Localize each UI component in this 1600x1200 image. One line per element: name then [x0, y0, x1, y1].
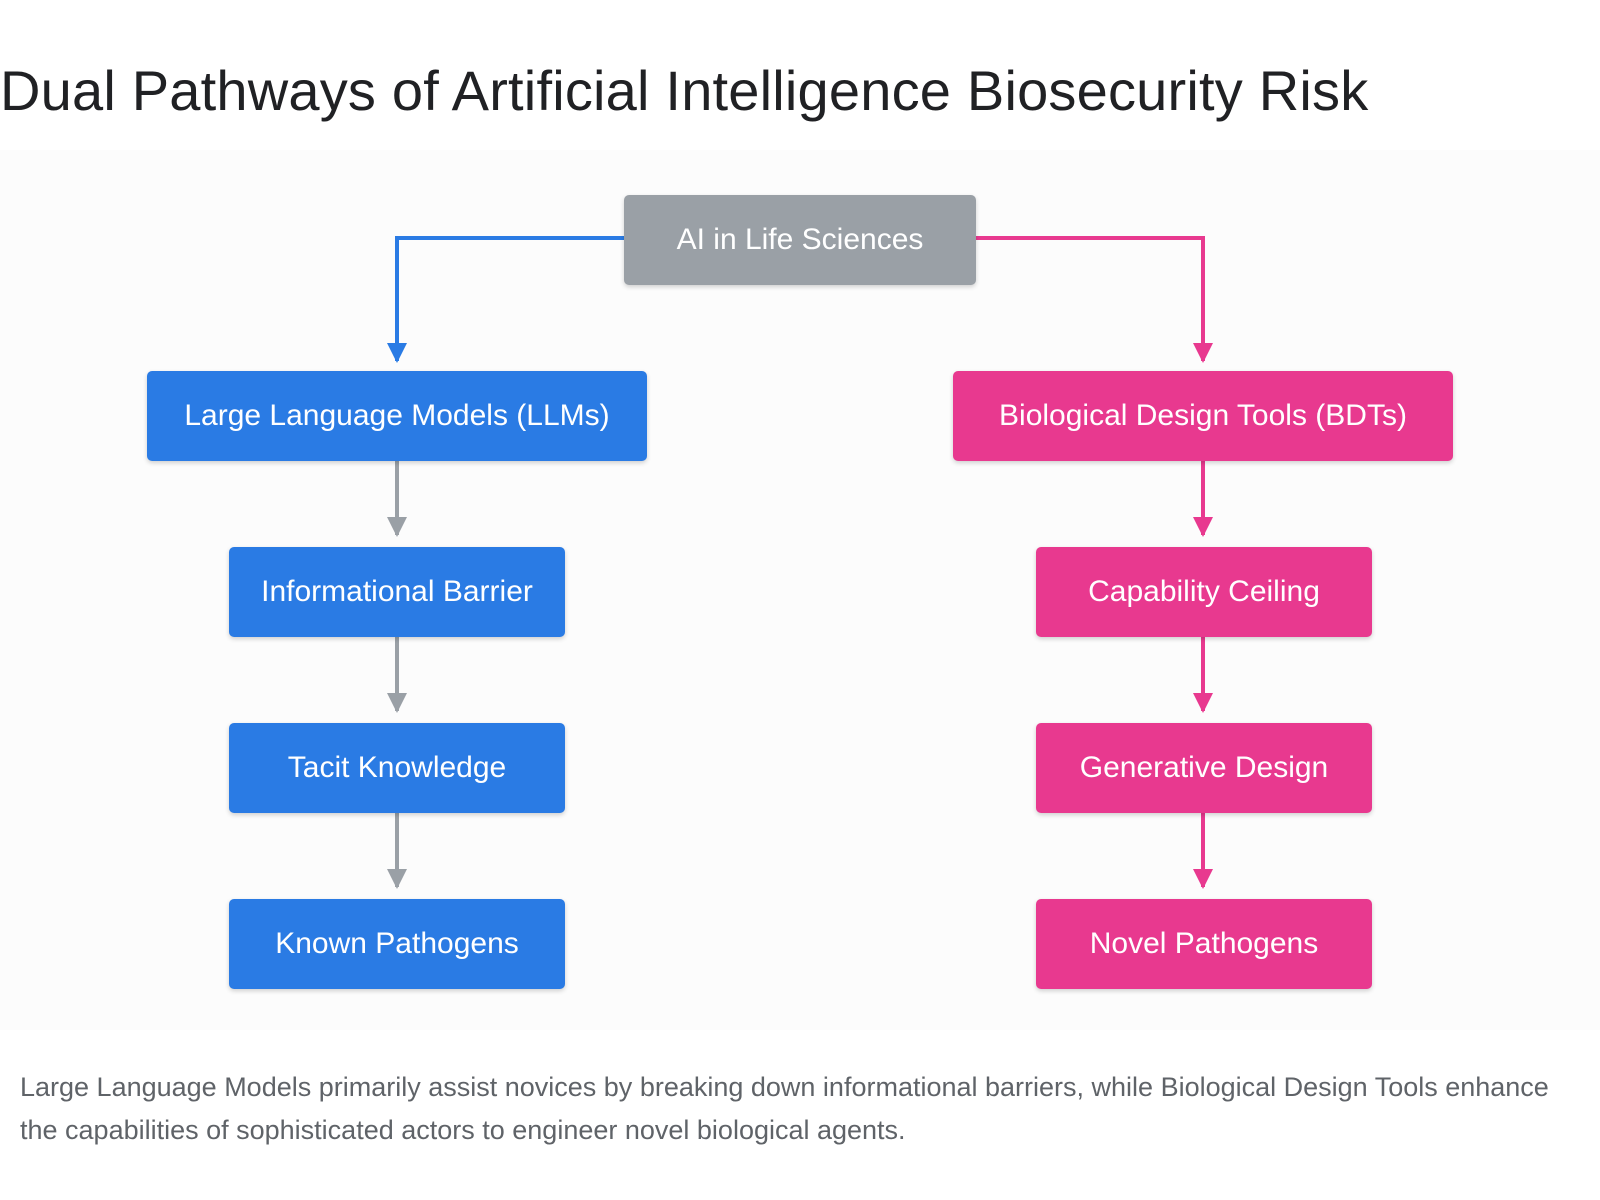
node-label: Informational Barrier: [261, 575, 533, 608]
node-informational-barrier: Informational Barrier: [229, 547, 565, 637]
node-label: Large Language Models (LLMs): [184, 399, 610, 432]
flow-diagram: AI in Life Sciences Large Language Model…: [0, 150, 1600, 1030]
figure-caption: Large Language Models primarily assist n…: [20, 1072, 1549, 1145]
node-known-pathogens: Known Pathogens: [229, 899, 565, 989]
node-label: AI in Life Sciences: [676, 223, 924, 256]
node-biological-design-tools: Biological Design Tools (BDTs): [953, 371, 1453, 461]
node-ai-in-life-sciences: AI in Life Sciences: [624, 195, 976, 285]
root-to-llm-arrow: [387, 236, 624, 363]
node-label: Known Pathogens: [275, 927, 519, 960]
node-label: Tacit Knowledge: [287, 751, 507, 784]
connector-layer: [387, 236, 1213, 889]
node-label: Novel Pathogens: [1089, 927, 1319, 960]
page-title: Dual Pathways of Artificial Intelligence…: [0, 59, 1369, 122]
node-label: Capability Ceiling: [1088, 575, 1320, 608]
node-tacit-knowledge: Tacit Knowledge: [229, 723, 565, 813]
node-label: Biological Design Tools (BDTs): [999, 399, 1407, 432]
node-large-language-models: Large Language Models (LLMs): [147, 371, 647, 461]
root-to-bdt-arrow: [976, 236, 1213, 363]
node-label: Generative Design: [1079, 751, 1329, 784]
node-novel-pathogens: Novel Pathogens: [1036, 899, 1372, 989]
node-capability-ceiling: Capability Ceiling: [1036, 547, 1372, 637]
node-generative-design: Generative Design: [1036, 723, 1372, 813]
